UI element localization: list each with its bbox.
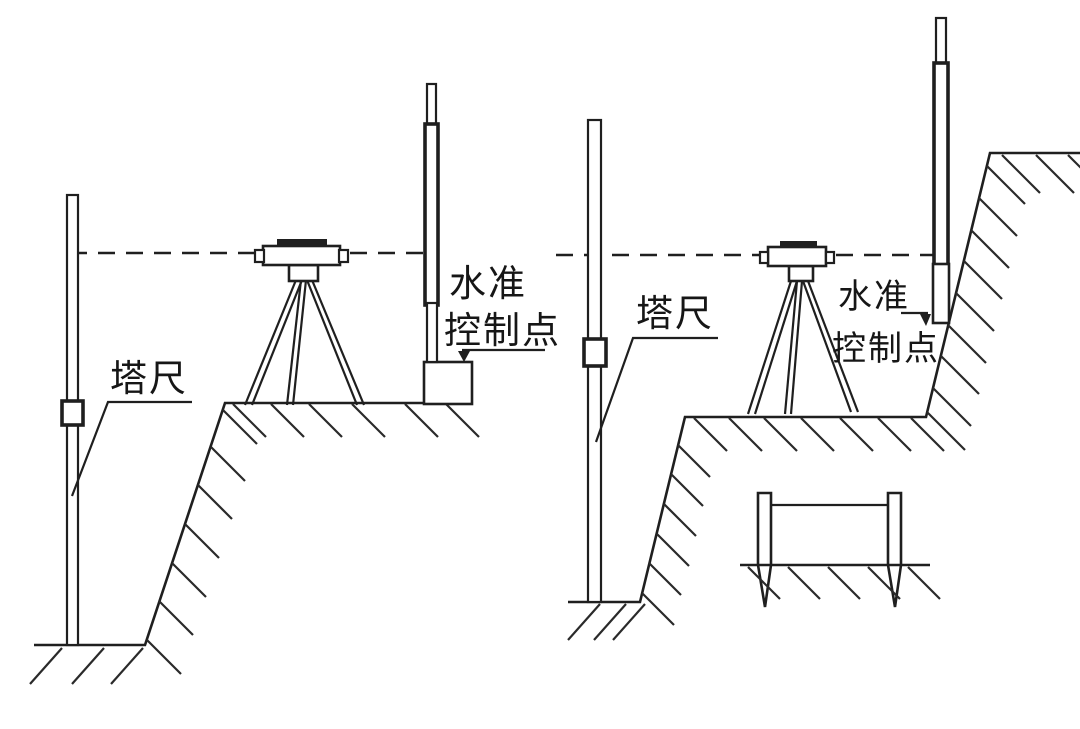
eyepiece-knob	[253, 248, 266, 264]
tripod-legs	[746, 280, 860, 415]
level-instrument-right	[746, 241, 860, 415]
benchmark-label-callout-left: 水准 控制点	[444, 263, 561, 362]
tripod-legs	[243, 279, 366, 406]
telescope-body	[261, 244, 342, 267]
instrument-base	[787, 264, 815, 283]
scene-right: 塔尺 水准 控制点	[556, 16, 1080, 641]
benchmark-label-right-line1: 水准	[838, 278, 910, 316]
leveling-staff-near-right	[582, 118, 608, 604]
leveling-staff-on-benchmark-left	[423, 82, 440, 364]
staff-clamp-collar	[582, 337, 608, 368]
benchmark-label-left-line1: 水准	[449, 263, 527, 304]
hatching-upper-ground-right	[1001, 154, 1080, 194]
buried-stake-detail	[740, 491, 941, 608]
staff-label-callout-right: 塔尺	[594, 293, 718, 443]
leader-line	[70, 400, 192, 497]
hatching-plateau-right	[693, 417, 945, 452]
hatching-big-slope-right	[926, 165, 1026, 451]
leader-line	[594, 336, 718, 443]
benchmark-label-left-line2: 控制点	[444, 310, 561, 351]
staff-label-right: 塔尺	[636, 293, 714, 334]
staff-label-left: 塔尺	[110, 358, 188, 399]
level-instrument-left	[243, 239, 366, 406]
staff-label-callout-left: 塔尺	[70, 358, 192, 497]
leader-arrowhead	[458, 351, 470, 362]
hatching-detail-ground	[747, 566, 941, 600]
ground-profile-right	[568, 151, 1080, 604]
telescope-sight-strip	[277, 239, 327, 247]
hatching-plateau-left	[232, 403, 480, 438]
instrument-base	[287, 263, 320, 283]
leveling-staff-on-benchmark-right	[931, 16, 951, 325]
hatching-ledge-right	[567, 603, 646, 641]
scene-left: 塔尺 水准 控制点	[29, 82, 561, 685]
telescope-sight-strip	[780, 241, 817, 248]
hatching-slope-left	[146, 409, 258, 675]
eyepiece-knob	[758, 250, 770, 265]
benchmark-block-left	[422, 360, 474, 406]
telescope-body	[766, 245, 828, 268]
staff-clamp-collar	[60, 399, 85, 427]
leveling-staff-far-left	[60, 193, 85, 647]
wooden-stake-left	[756, 491, 773, 608]
benchmark-label-callout-right: 水准 控制点	[832, 278, 940, 368]
hatching-lower-ground-left	[29, 647, 144, 685]
objective-knob	[337, 248, 350, 264]
objective-knob	[824, 250, 836, 265]
leader-arrowhead	[920, 314, 931, 326]
wood-grain-marks	[754, 508, 901, 584]
wooden-stake-right	[886, 491, 903, 608]
hatching-small-slope-right	[641, 444, 711, 626]
benchmark-label-right-line2: 控制点	[832, 330, 940, 368]
